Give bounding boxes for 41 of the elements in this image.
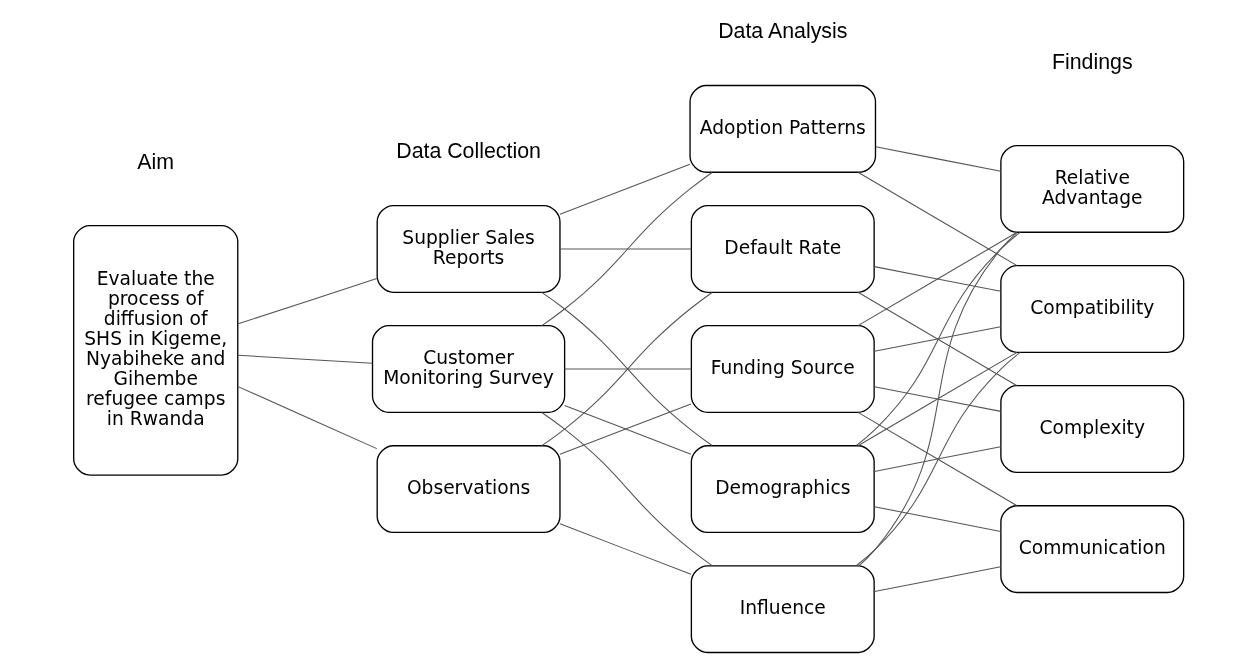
node-box: Customer Monitoring Survey: [371, 325, 566, 414]
node-box: Compatibility: [1000, 264, 1185, 353]
connector: [873, 386, 1002, 412]
connector: [873, 566, 1002, 592]
node-box: Observations: [376, 445, 561, 534]
connector: [237, 354, 373, 364]
node-box: Evaluate the process of diffusion of SHS in Kigeme, Nyabiheke and Gihembe refugee camps in Rwanda: [73, 224, 239, 476]
label: Aim: [137, 149, 175, 174]
connector: [237, 277, 378, 325]
connector: [875, 146, 1002, 172]
connector: [559, 523, 692, 575]
connector: [559, 248, 692, 250]
connector: [873, 266, 1002, 292]
node-box: Complexity: [1000, 385, 1185, 474]
node-box: Demographics: [690, 445, 875, 534]
connector: [855, 351, 1021, 566]
connector: [541, 411, 713, 567]
connector: [857, 411, 1018, 507]
connector: [541, 171, 713, 327]
node-box: Communication: [1000, 505, 1185, 594]
connector: [857, 171, 1018, 266]
connector: [855, 231, 1021, 446]
connector: [564, 368, 692, 370]
connector: [857, 352, 1018, 447]
connector: [873, 326, 1002, 352]
connector: [873, 446, 1002, 472]
node-box: Funding Source: [690, 325, 875, 414]
connector: [857, 232, 1018, 327]
node-box: Default Rate: [690, 204, 875, 293]
connector: [873, 506, 1002, 532]
node-box: Supplier Sales Reports: [376, 204, 561, 293]
node-box: Relative Advantage: [1000, 144, 1185, 233]
connector: [857, 291, 1018, 386]
label: Data Analysis: [718, 18, 848, 43]
connector: [559, 163, 691, 215]
connector: [858, 232, 1018, 567]
connector: [237, 386, 378, 450]
node-box: Influence: [690, 565, 875, 654]
label: Findings: [1051, 49, 1133, 74]
label: Data Collection: [396, 138, 541, 163]
node-box: Adoption Patterns: [689, 84, 877, 173]
